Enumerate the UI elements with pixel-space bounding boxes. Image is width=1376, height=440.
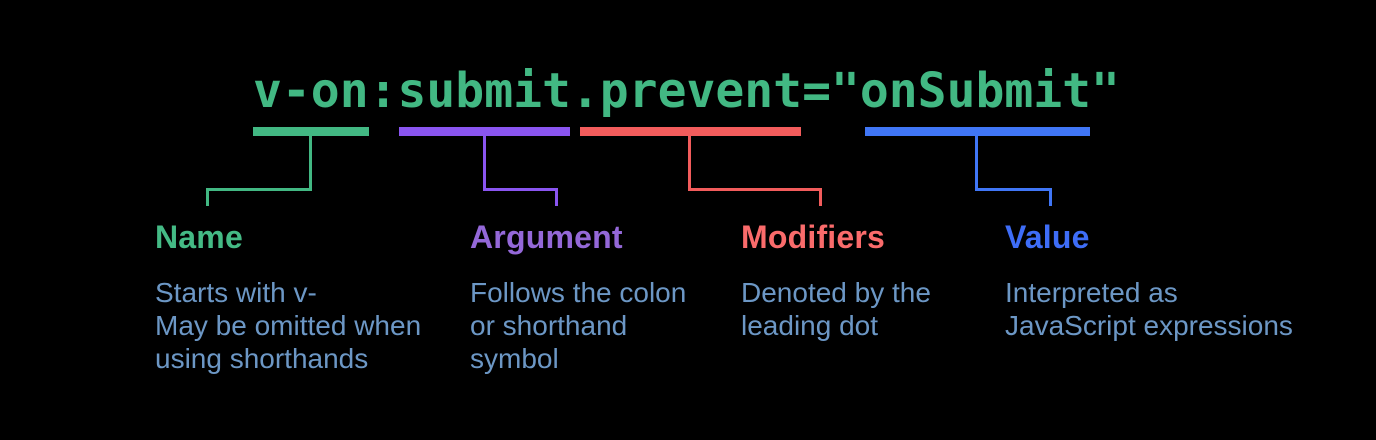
connector-elbow-argument — [483, 188, 558, 191]
annotation-modifiers-description: Denoted by the leading dot — [741, 276, 931, 342]
underline-value-bar — [865, 127, 1090, 136]
connector-stem-value — [975, 136, 978, 191]
description-line: leading dot — [741, 310, 879, 341]
connector-tick-value — [1049, 188, 1052, 206]
connector-elbow-value — [975, 188, 1052, 191]
annotation-name-description: Starts with v- May be omitted when using… — [155, 276, 421, 375]
description-line: JavaScript expressions — [1005, 310, 1293, 341]
description-line: symbol — [470, 343, 559, 374]
code-line: v-on:submit.prevent="onSubmit" — [253, 63, 1120, 119]
connector-stem-modifiers — [688, 136, 691, 191]
underline-modifiers-bar — [580, 127, 801, 136]
annotation-argument-description: Follows the colon or shorthand symbol — [470, 276, 686, 375]
annotation-value: Value Interpreted as JavaScript expressi… — [1005, 219, 1293, 342]
connector-stem-name — [309, 136, 312, 191]
description-line: Denoted by the — [741, 277, 931, 308]
annotation-modifiers: Modifiers Denoted by the leading dot — [741, 219, 931, 342]
connector-tick-argument — [555, 188, 558, 206]
description-line: Interpreted as — [1005, 277, 1178, 308]
annotation-name-label: Name — [155, 219, 243, 255]
description-line: or shorthand — [470, 310, 628, 341]
annotation-modifiers-label: Modifiers — [741, 219, 886, 255]
connector-elbow-name — [206, 188, 312, 191]
description-line: using shorthands — [155, 343, 369, 374]
annotation-name: Name Starts with v- May be omitted when … — [155, 219, 421, 375]
annotation-argument-label: Argument — [470, 219, 623, 255]
connector-elbow-modifiers — [688, 188, 822, 191]
description-line: Follows the colon — [470, 277, 687, 308]
connector-stem-argument — [483, 136, 486, 191]
annotation-value-description: Interpreted as JavaScript expressions — [1005, 276, 1293, 342]
underline-name-bar — [253, 127, 369, 136]
connector-tick-modifiers — [819, 188, 822, 206]
annotation-argument: Argument Follows the colon or shorthand … — [470, 219, 686, 375]
description-line: May be omitted when — [155, 310, 422, 341]
underline-argument-bar — [399, 127, 570, 136]
description-line: Starts with v- — [155, 277, 317, 308]
annotation-value-label: Value — [1005, 219, 1090, 255]
connector-tick-name — [206, 188, 209, 206]
